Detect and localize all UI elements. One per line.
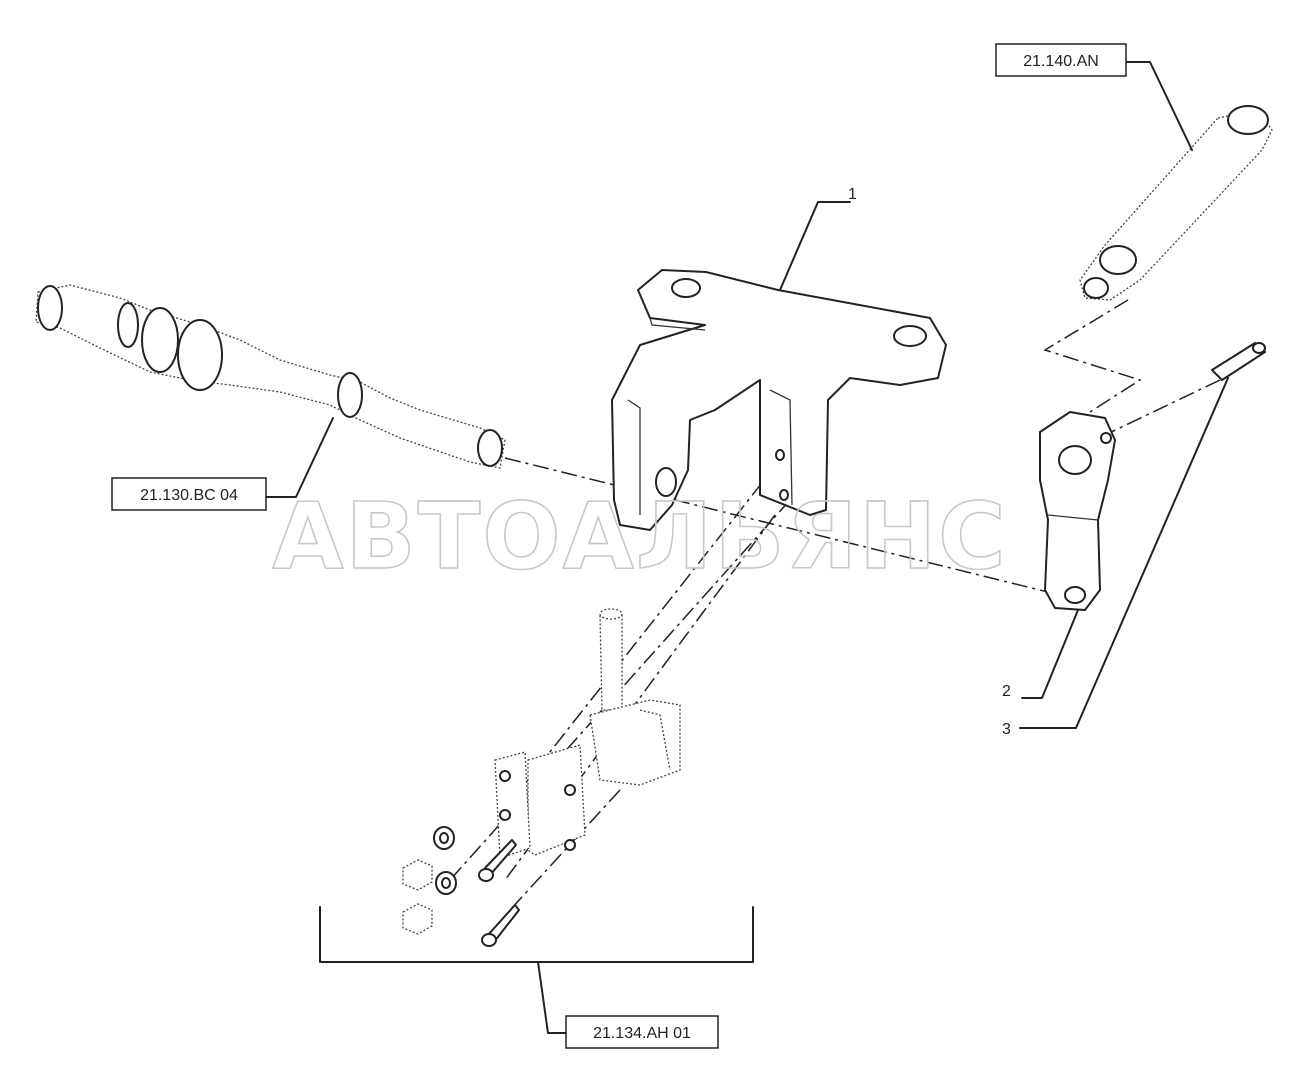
- item-number-2: 2: [1002, 683, 1011, 700]
- watermark: АВТОАЛЬЯНС: [272, 483, 1007, 590]
- item-number-3: 3: [1002, 721, 1011, 738]
- item-number-1: 1: [848, 186, 857, 203]
- bracket-part-1: [611, 269, 947, 531]
- switch-module-bottom: [402, 608, 681, 947]
- ref-box-bottom[interactable]: 21.134.AH 01: [565, 1015, 719, 1049]
- ref-box-left[interactable]: 21.130.BC 04: [111, 477, 267, 511]
- shaft-assembly-left: [35, 284, 506, 469]
- leader-lines: [265, 61, 1229, 1034]
- shaft-top-right: [1079, 105, 1273, 301]
- lever-part-2: [1039, 411, 1116, 611]
- ref-label-left: 21.130.BC 04: [140, 487, 238, 504]
- ref-label-top-right: 21.140.AN: [1023, 53, 1099, 70]
- pin-part-3: [1211, 342, 1266, 381]
- ref-box-top-right[interactable]: 21.140.AN: [995, 43, 1127, 77]
- ref-label-bottom: 21.134.AH 01: [593, 1025, 691, 1042]
